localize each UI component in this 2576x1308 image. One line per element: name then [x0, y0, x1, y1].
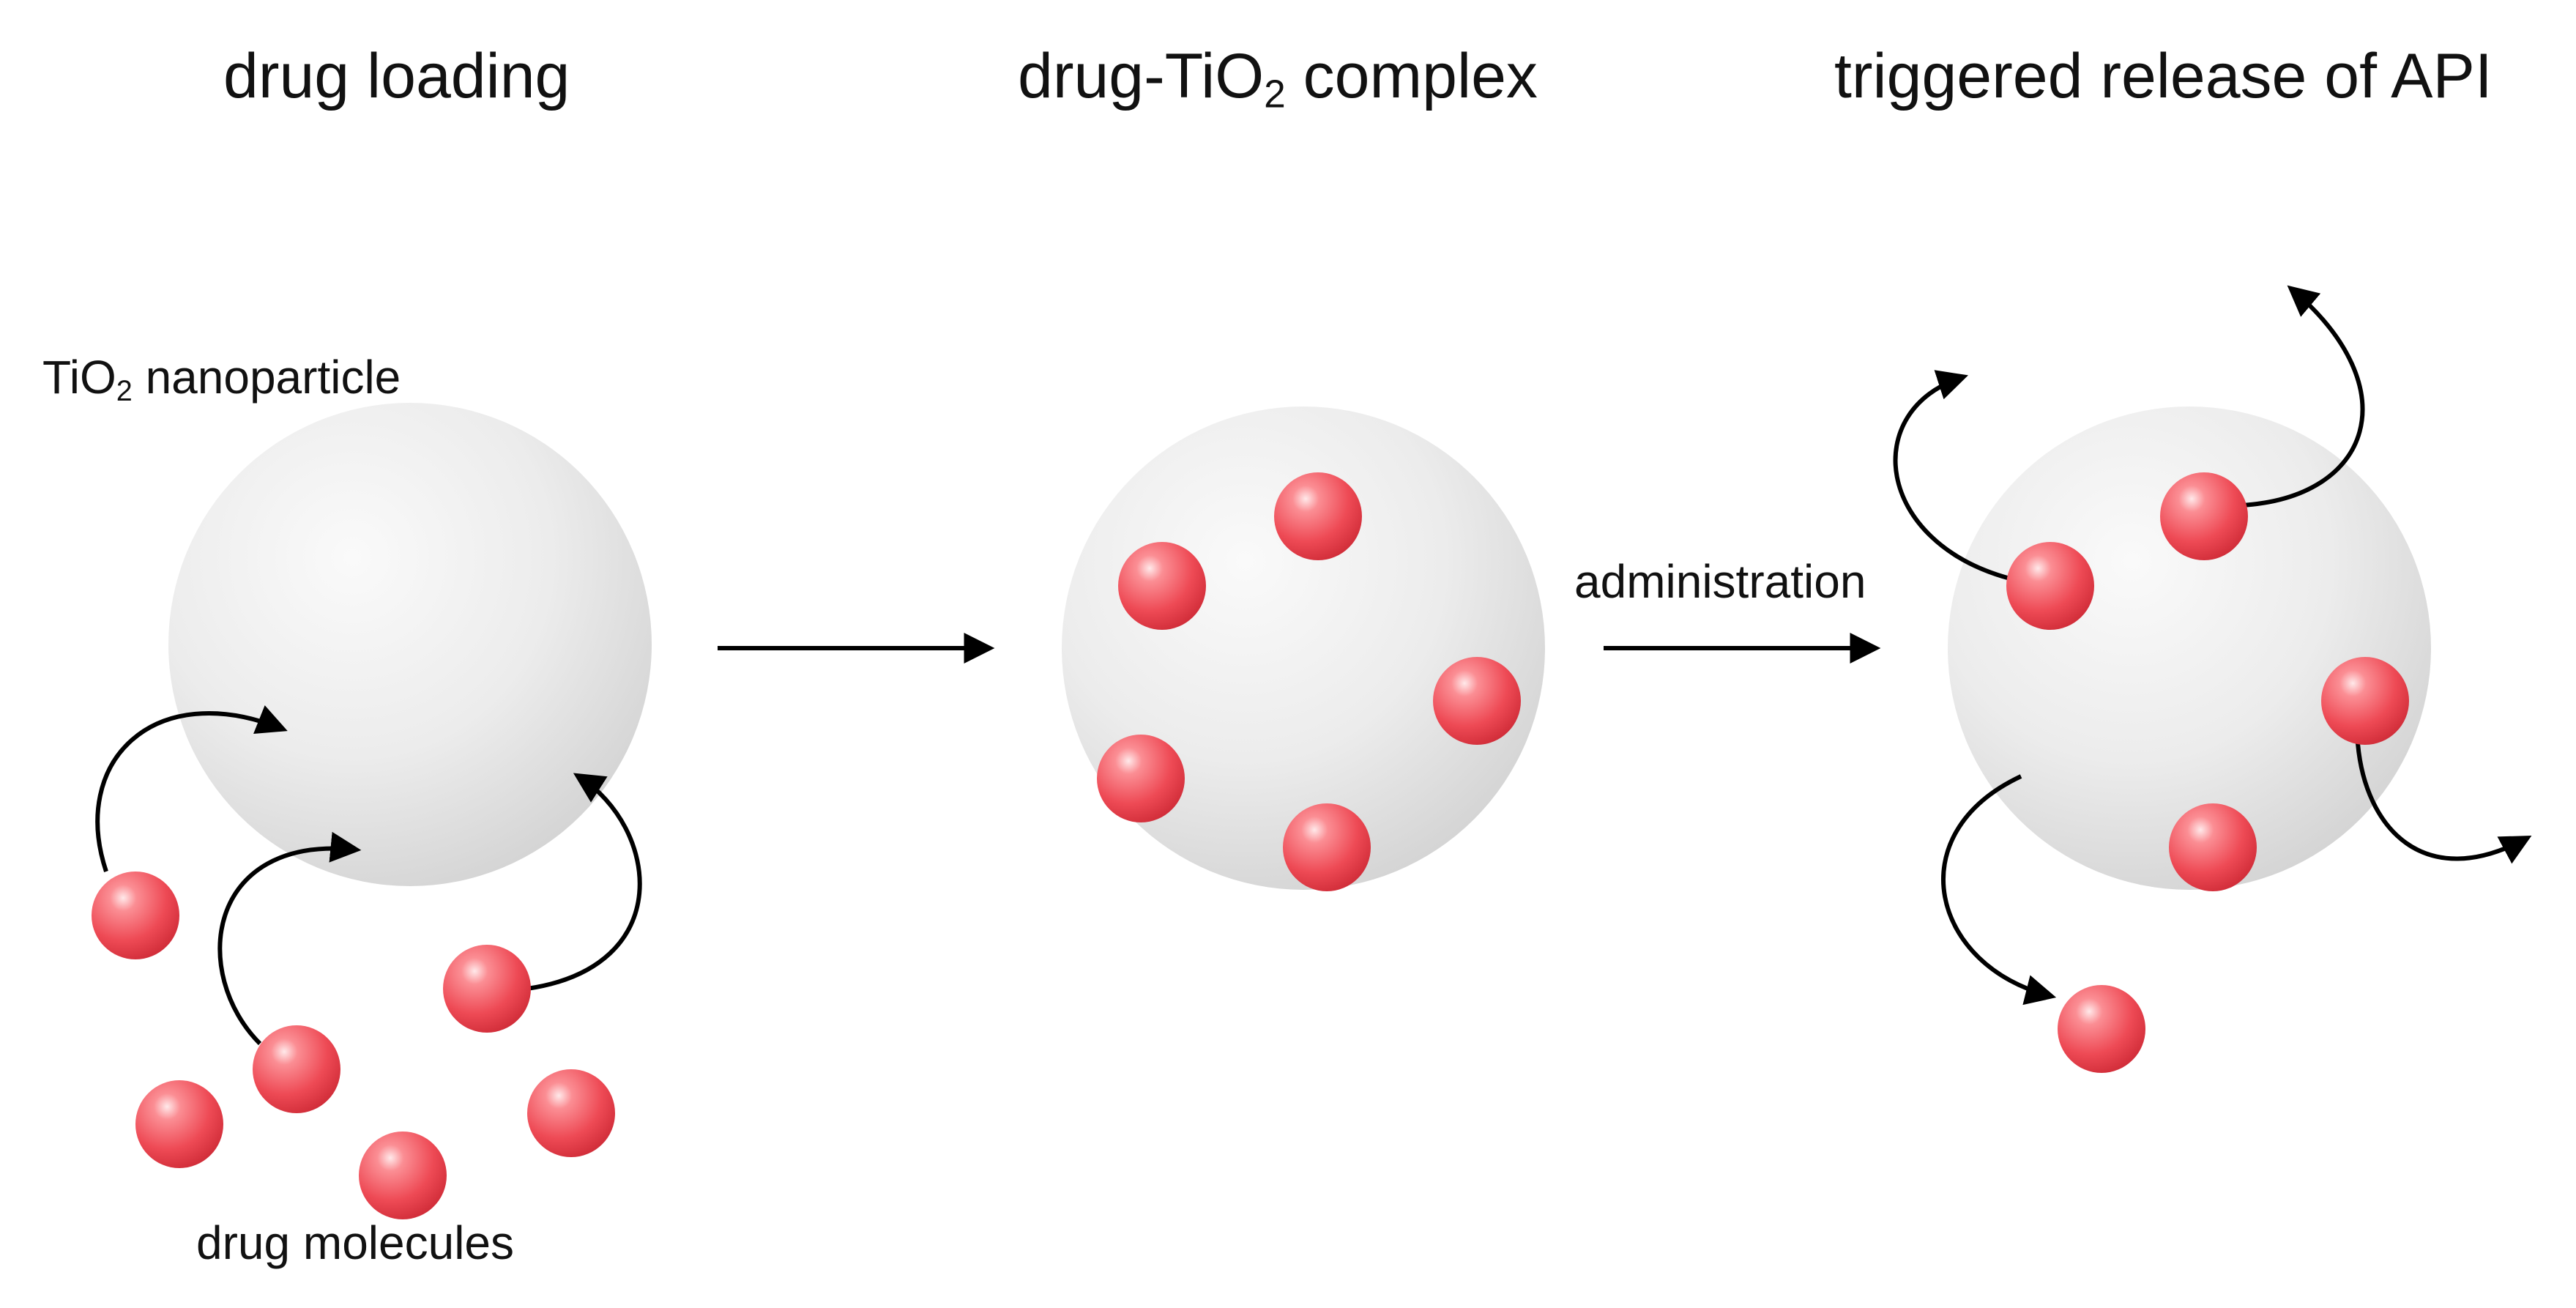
title-drug-loading-text: drug loading: [223, 41, 570, 111]
release-arrow-1: [1893, 370, 2011, 581]
title-complex-suffix: complex: [1285, 41, 1538, 111]
drug-molecule: [1283, 803, 1371, 891]
loading-arrow-3: [526, 773, 642, 991]
nanoparticle-1: [168, 403, 652, 886]
label-np-suffix: nanoparticle: [132, 351, 401, 404]
loading-arrow-1: [95, 705, 288, 872]
drug-molecule: [527, 1069, 615, 1157]
nanoparticle-3: [1948, 406, 2431, 890]
label-np-prefix: TiO: [42, 351, 116, 404]
drug-molecule: [1433, 657, 1521, 745]
drug-molecule: [1118, 542, 1206, 630]
drug-molecule: [2321, 657, 2409, 745]
title-complex-subscript: 2: [1264, 73, 1286, 116]
drug-molecule: [443, 945, 531, 1033]
title-drug-complex: drug-TiO2 complex: [1018, 40, 1538, 116]
title-triggered-release: triggered release of API: [1834, 40, 2493, 113]
label-drug-text: drug molecules: [196, 1216, 514, 1269]
drug-molecule: [1097, 735, 1185, 822]
drug-molecule: [253, 1025, 340, 1113]
release-arrow-3: [2356, 743, 2532, 864]
drug-molecule: [2160, 472, 2248, 560]
title-release-text: triggered release of API: [1834, 41, 2493, 111]
label-np-subscript: 2: [116, 374, 133, 407]
label-drug-molecules: drug molecules: [196, 1216, 514, 1270]
label-admin-text: administration: [1574, 555, 1866, 608]
drug-molecule: [1274, 472, 1362, 560]
title-complex-prefix: drug-TiO: [1018, 41, 1265, 111]
drug-molecule: [2058, 985, 2145, 1073]
drug-molecule: [135, 1080, 223, 1168]
drug-molecule: [2169, 803, 2257, 891]
release-arrow-2: [2240, 285, 2365, 508]
label-administration: administration: [1574, 554, 1866, 609]
loading-arrow-2: [217, 831, 362, 1046]
drug-molecule: [2006, 542, 2094, 630]
drug-molecule: [92, 872, 179, 959]
title-drug-loading: drug loading: [223, 40, 570, 113]
label-nanoparticle: TiO2 nanoparticle: [42, 350, 401, 407]
drug-molecule: [359, 1132, 447, 1219]
release-arrow-4: [1941, 774, 2057, 1006]
